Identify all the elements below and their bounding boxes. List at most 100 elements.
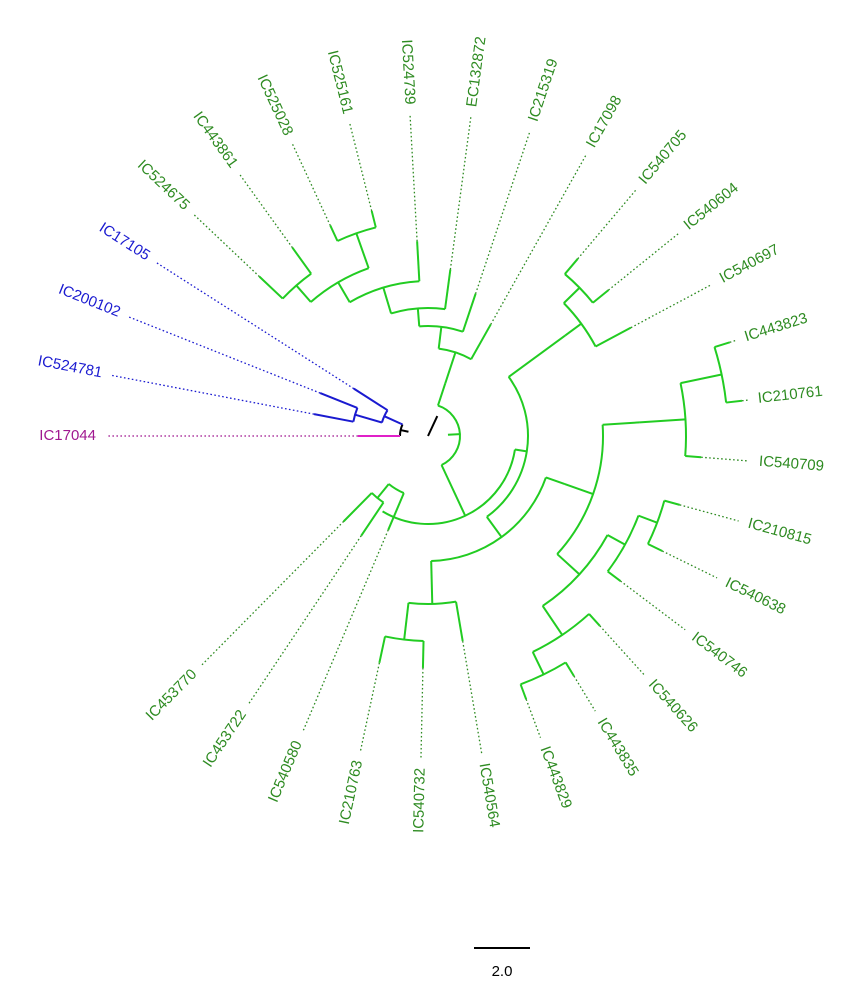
clade-arc <box>542 534 609 607</box>
internal-branch <box>545 476 566 486</box>
leaf-leader-line <box>630 283 713 329</box>
leaf-label: IC17105 <box>96 219 153 264</box>
leaf-leader-line <box>239 174 293 249</box>
clade-arc <box>679 382 687 457</box>
clade-arc <box>438 347 472 361</box>
clade-arc <box>486 376 529 518</box>
internal-branch <box>680 373 722 385</box>
leaf-leader-line <box>608 233 679 291</box>
leaf-branch <box>319 392 358 409</box>
leaf-branch <box>378 636 387 664</box>
internal-branch <box>444 352 457 385</box>
leaf-leader-line <box>577 189 637 260</box>
leaf-label: IC210815 <box>746 515 813 549</box>
clade-arc <box>713 346 728 403</box>
leaf-leader-line <box>573 675 596 712</box>
leaf-leader-line <box>193 214 260 278</box>
leaf-label: IC540746 <box>688 629 750 682</box>
leaf-leader-line <box>359 662 381 751</box>
leaf-label: IC540732 <box>410 768 428 833</box>
internal-branch <box>403 602 410 640</box>
clade-arc <box>337 226 377 242</box>
internal-branch <box>382 287 393 314</box>
leaf-branch <box>470 323 492 360</box>
leaf-label: IC453770 <box>143 666 201 724</box>
internal-branch <box>416 308 421 327</box>
leaf-branch <box>258 275 284 300</box>
leaf-label: IC524675 <box>134 157 193 214</box>
internal-branch <box>354 413 383 424</box>
internal-branch <box>564 322 582 337</box>
internal-branch <box>355 232 370 269</box>
internal-branch <box>508 334 566 378</box>
leaf-leader-line <box>462 640 483 754</box>
leaf-leader-line <box>620 580 686 631</box>
internal-branch <box>337 281 351 303</box>
leaf-branch <box>564 661 575 677</box>
leaf-label: IC453722 <box>200 707 250 771</box>
leaf-branch <box>592 289 610 304</box>
clade-arc <box>556 424 604 555</box>
leaf-branch <box>595 326 632 348</box>
leaf-leader-line <box>525 699 542 738</box>
clade-arc <box>419 325 464 333</box>
internal-branch <box>440 464 467 517</box>
leaf-branch <box>444 269 452 310</box>
internal-branch <box>531 651 545 675</box>
clade-arc <box>349 280 420 304</box>
leaf-labels: IC17044IC524781IC200102IC17105IC453770IC… <box>37 35 825 833</box>
clade-arc <box>437 404 461 466</box>
leaf-leader-line <box>420 667 424 758</box>
leaf-label: IC540709 <box>758 453 824 475</box>
leaf-branch <box>685 455 702 459</box>
leaf-leader-line <box>474 130 531 294</box>
leaf-leader-line <box>291 143 331 226</box>
clade-arc <box>382 449 516 525</box>
internal-branch <box>447 433 461 436</box>
internal-branch <box>486 516 503 538</box>
leaf-label: IC210763 <box>336 759 366 826</box>
leaf-branch <box>455 601 464 642</box>
leaf-branch <box>664 499 681 506</box>
internal-branch <box>376 483 390 499</box>
leaf-leader-lines <box>106 114 750 758</box>
internal-branch <box>295 284 312 303</box>
leaf-branch <box>564 258 579 275</box>
leaf-label: IC525161 <box>324 49 356 116</box>
internal-branch <box>383 415 402 425</box>
leaf-branch <box>342 492 373 523</box>
scale-bar-label: 2.0 <box>492 963 513 980</box>
internal-branch <box>607 534 626 546</box>
internal-branch <box>430 560 434 604</box>
internal-branch <box>400 429 409 433</box>
leaf-branch <box>726 399 743 404</box>
leaf-leader-line <box>248 535 362 704</box>
leaf-label: IC524781 <box>37 352 104 381</box>
leaf-branch <box>647 543 663 552</box>
leaf-leader-line <box>111 374 315 415</box>
leaf-label: IC540564 <box>476 762 504 829</box>
leaf-label: IC524739 <box>398 39 419 105</box>
leaf-branch <box>519 683 528 700</box>
leaf-label: IC443861 <box>190 108 242 171</box>
clade-arc <box>371 492 385 504</box>
leaf-leader-line <box>741 399 749 402</box>
internal-branch <box>541 605 564 636</box>
clade-arc <box>310 267 369 303</box>
internal-branch <box>437 383 447 406</box>
leaf-branch <box>291 247 312 275</box>
leaf-label: IC540697 <box>717 241 782 287</box>
leaf-leader-line <box>301 529 389 733</box>
leaf-label: IC540604 <box>681 179 742 233</box>
leaf-leader-line <box>679 504 739 522</box>
clade-arc <box>388 483 405 495</box>
leaf-branch <box>461 293 477 333</box>
leaf-branch <box>370 210 377 228</box>
clade-arc <box>390 307 446 315</box>
leaf-label: IC210761 <box>757 383 824 407</box>
internal-branch <box>437 326 443 349</box>
leaf-leader-line <box>156 262 355 390</box>
leaf-leader-line <box>349 123 373 212</box>
leaf-leader-line <box>661 550 718 579</box>
